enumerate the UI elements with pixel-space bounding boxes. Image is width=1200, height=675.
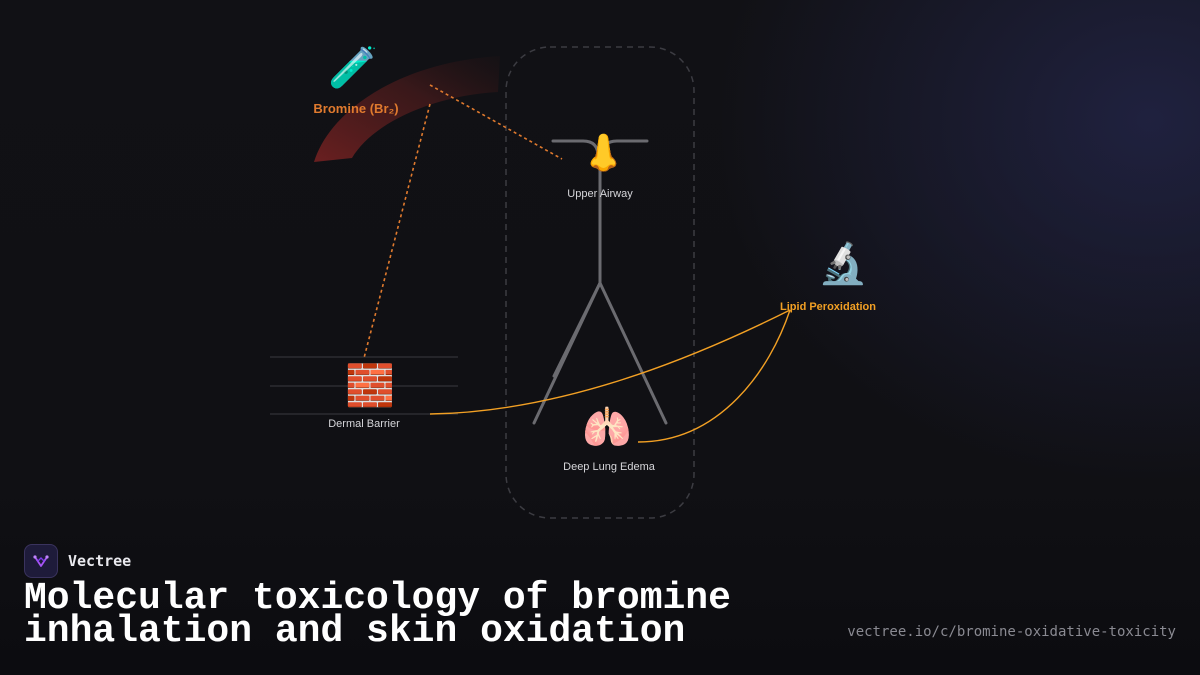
lipid-peroxidation-label: Lipid Peroxidation: [780, 301, 876, 313]
page-title: Molecular toxicology of bromine inhalati…: [24, 577, 731, 653]
respiratory-frame: [505, 46, 695, 519]
dermal-barrier-label: Dermal Barrier: [328, 418, 400, 430]
link-lung-to-peroxidation: [637, 309, 791, 443]
test-tube-icon: 🧪: [328, 45, 378, 91]
vapor-plume: [314, 56, 500, 162]
nose-icon: 👃: [581, 133, 626, 174]
lungs-icon: 🫁: [582, 405, 632, 451]
brick-icon: 🧱: [345, 363, 395, 409]
route-bromine-to-airway: [429, 84, 563, 160]
source-url[interactable]: vectree.io/c/bromine-oxidative-toxicity: [847, 624, 1176, 640]
microscope-icon: 🔬: [818, 241, 868, 287]
route-bromine-to-skin: [363, 103, 431, 359]
deep-lung-edema-label: Deep Lung Edema: [563, 461, 655, 473]
brand-name: Vectree: [68, 552, 132, 570]
brand[interactable]: Vectree: [24, 544, 131, 578]
vectree-logo-icon: [24, 544, 58, 578]
upper-airway-label: Upper Airway: [567, 188, 633, 200]
skin-layers: [270, 356, 458, 415]
bromine-label: Bromine (Br₂): [313, 101, 399, 116]
airway-tree: [532, 139, 668, 425]
link-skin-to-peroxidation: [429, 309, 791, 415]
